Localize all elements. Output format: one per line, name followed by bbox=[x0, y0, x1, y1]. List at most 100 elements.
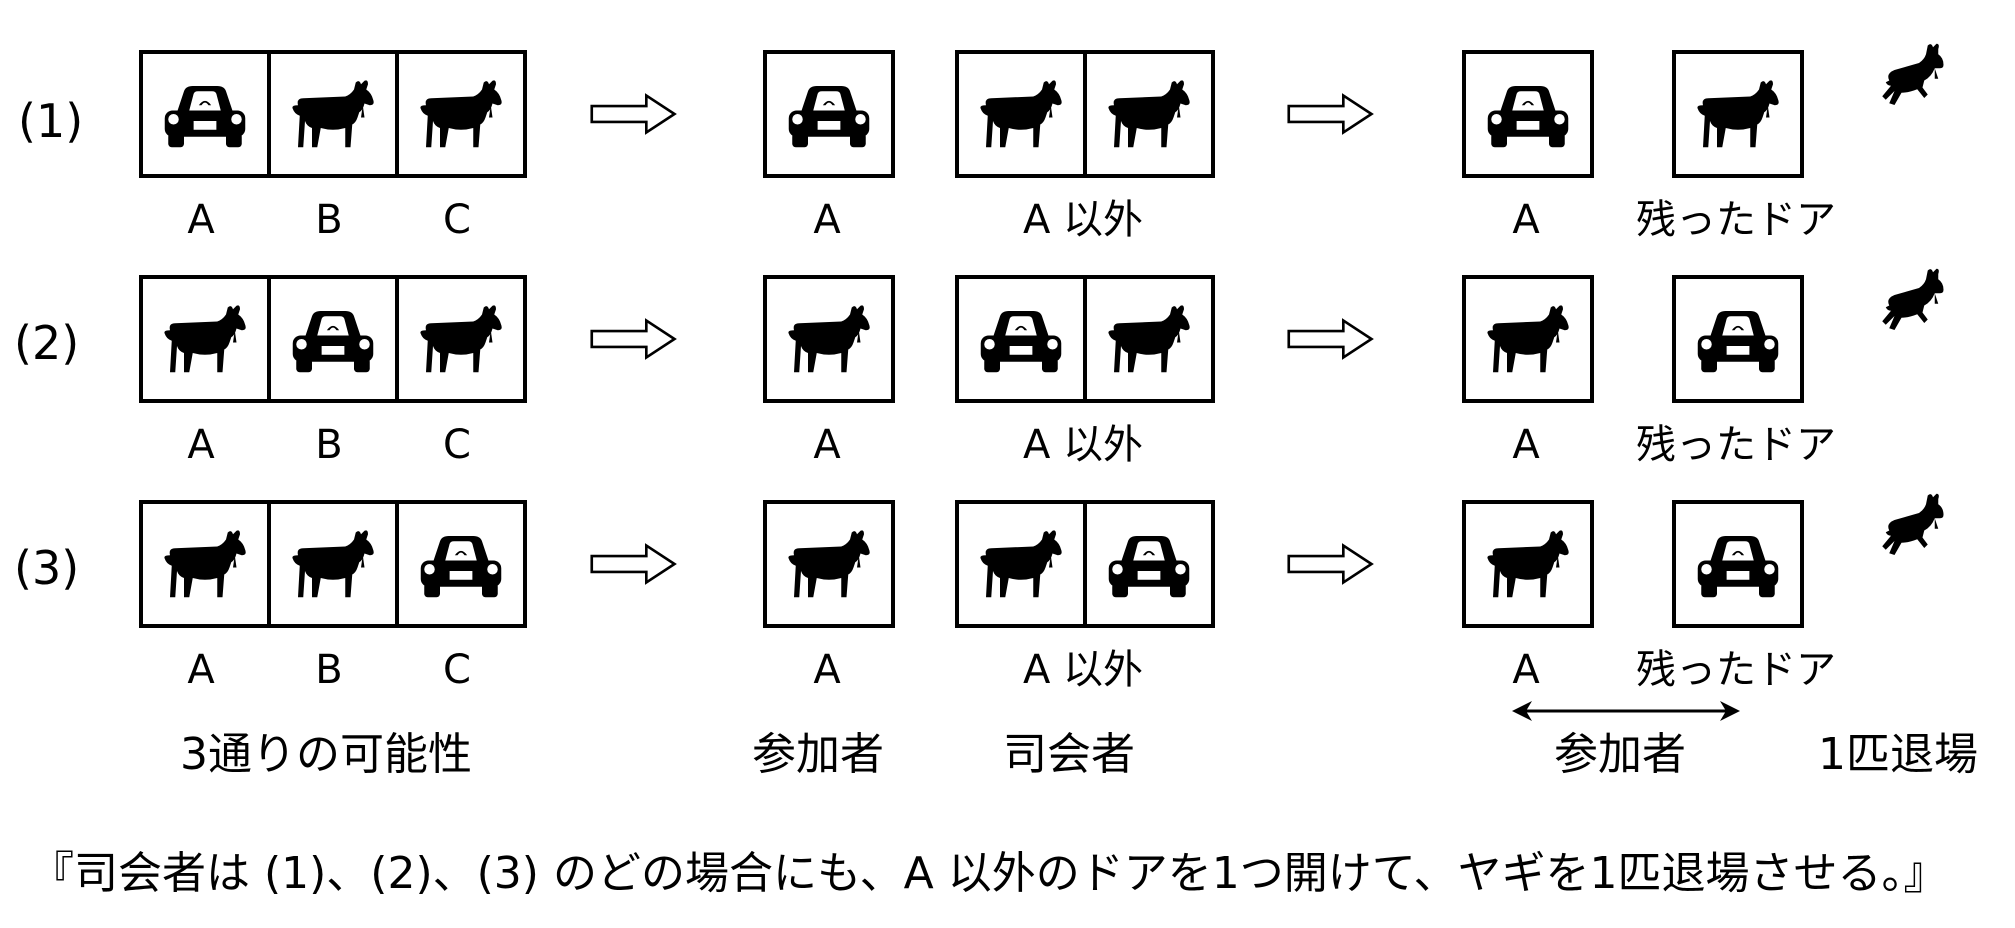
row-2-final-participant-label: A bbox=[1512, 422, 1540, 468]
goat-icon bbox=[975, 529, 1067, 599]
double-arrow-icon bbox=[1512, 701, 1740, 721]
car-icon bbox=[975, 304, 1067, 374]
goat-icon bbox=[783, 304, 875, 374]
row-1-door-label-b: B bbox=[315, 197, 343, 243]
row-1-participant-door bbox=[763, 50, 895, 178]
row-1-door-label-c: C bbox=[443, 197, 471, 243]
right-arrow-icon bbox=[1285, 92, 1377, 136]
row-1-host-label: A 以外 bbox=[1022, 197, 1144, 243]
goat-icon bbox=[1103, 79, 1195, 149]
door[interactable] bbox=[959, 54, 1083, 174]
row-1-final-participant-label: A bbox=[1512, 197, 1540, 243]
door[interactable] bbox=[1083, 279, 1211, 399]
door[interactable] bbox=[767, 279, 891, 399]
row-3-remaining-door bbox=[1672, 500, 1804, 628]
door[interactable] bbox=[1676, 279, 1800, 399]
door[interactable] bbox=[267, 54, 395, 174]
goat-icon bbox=[287, 529, 379, 599]
goat-icon bbox=[1692, 79, 1784, 149]
row-3-initial-doors bbox=[139, 500, 527, 628]
row-3-door-label-a: A bbox=[187, 647, 215, 693]
row-2-remaining-label: 残ったドア bbox=[1636, 422, 1836, 468]
right-arrow-icon bbox=[588, 317, 680, 361]
row-2-door-label-a: A bbox=[187, 422, 215, 468]
row-2-host-label: A 以外 bbox=[1022, 422, 1144, 468]
door[interactable] bbox=[143, 504, 267, 624]
car-icon bbox=[287, 304, 379, 374]
right-arrow-icon bbox=[1285, 542, 1377, 586]
goat-icon bbox=[159, 529, 251, 599]
row-3-participant-label: A bbox=[813, 647, 841, 693]
goat-icon bbox=[1103, 304, 1195, 374]
door[interactable] bbox=[959, 279, 1083, 399]
goat-icon bbox=[415, 304, 507, 374]
goat-icon bbox=[159, 304, 251, 374]
row-3-host-label: A 以外 bbox=[1022, 647, 1144, 693]
goat-icon bbox=[1482, 529, 1574, 599]
caption-participant-choice: 参加者 bbox=[1554, 729, 1686, 780]
row-1-host-doors bbox=[955, 50, 1215, 178]
row-label-1: (1) bbox=[18, 94, 84, 148]
door[interactable] bbox=[1676, 504, 1800, 624]
goat-icon bbox=[975, 79, 1067, 149]
door[interactable] bbox=[1466, 279, 1590, 399]
right-arrow-icon bbox=[1285, 317, 1377, 361]
door[interactable] bbox=[1083, 504, 1211, 624]
right-arrow-icon bbox=[588, 92, 680, 136]
door[interactable] bbox=[395, 279, 523, 399]
goat-icon bbox=[1482, 304, 1574, 374]
row-1-door-label-a: A bbox=[187, 197, 215, 243]
car-icon bbox=[415, 529, 507, 599]
row-2-participant-door bbox=[763, 275, 895, 403]
running-goat-icon bbox=[1875, 42, 1949, 112]
caption-host: 司会者 bbox=[1003, 729, 1135, 780]
row-2-participant-label: A bbox=[813, 422, 841, 468]
door[interactable] bbox=[143, 54, 267, 174]
door[interactable] bbox=[1083, 54, 1211, 174]
door[interactable] bbox=[1466, 504, 1590, 624]
row-3-door-label-c: C bbox=[443, 647, 471, 693]
row-2-door-label-b: B bbox=[315, 422, 343, 468]
door[interactable] bbox=[395, 54, 523, 174]
row-3-participant-door bbox=[763, 500, 895, 628]
car-icon bbox=[1692, 529, 1784, 599]
row-1-final-participant-door bbox=[1462, 50, 1594, 178]
row-3-door-label-b: B bbox=[315, 647, 343, 693]
door[interactable] bbox=[1676, 54, 1800, 174]
row-2-remaining-door bbox=[1672, 275, 1804, 403]
right-arrow-icon bbox=[588, 542, 680, 586]
row-1-remaining-label: 残ったドア bbox=[1636, 197, 1836, 243]
car-icon bbox=[1692, 304, 1784, 374]
row-3-final-participant-door bbox=[1462, 500, 1594, 628]
row-3-remaining-label: 残ったドア bbox=[1636, 647, 1836, 693]
row-1-initial-doors bbox=[139, 50, 527, 178]
door[interactable] bbox=[767, 54, 891, 174]
caption-participant: 参加者 bbox=[752, 729, 884, 780]
summary-text: 『司会者は (1)、(2)、(3) のどの場合にも、A 以外のドアを1つ開けて、… bbox=[30, 848, 1948, 899]
door[interactable] bbox=[959, 504, 1083, 624]
door[interactable] bbox=[267, 279, 395, 399]
row-1-remaining-door bbox=[1672, 50, 1804, 178]
row-2-door-label-c: C bbox=[443, 422, 471, 468]
goat-icon bbox=[415, 79, 507, 149]
row-3-host-doors bbox=[955, 500, 1215, 628]
car-icon bbox=[159, 79, 251, 149]
goat-icon bbox=[287, 79, 379, 149]
row-1-participant-label: A bbox=[813, 197, 841, 243]
row-2-final-participant-door bbox=[1462, 275, 1594, 403]
goat-icon bbox=[783, 529, 875, 599]
car-icon bbox=[1482, 79, 1574, 149]
running-goat-icon bbox=[1875, 267, 1949, 337]
row-label-2: (2) bbox=[14, 316, 80, 370]
car-icon bbox=[783, 79, 875, 149]
row-2-host-doors bbox=[955, 275, 1215, 403]
door[interactable] bbox=[395, 504, 523, 624]
row-2-initial-doors bbox=[139, 275, 527, 403]
car-icon bbox=[1103, 529, 1195, 599]
running-goat-icon bbox=[1875, 492, 1949, 562]
door[interactable] bbox=[767, 504, 891, 624]
door[interactable] bbox=[143, 279, 267, 399]
row-3-final-participant-label: A bbox=[1512, 647, 1540, 693]
door[interactable] bbox=[1466, 54, 1590, 174]
door[interactable] bbox=[267, 504, 395, 624]
